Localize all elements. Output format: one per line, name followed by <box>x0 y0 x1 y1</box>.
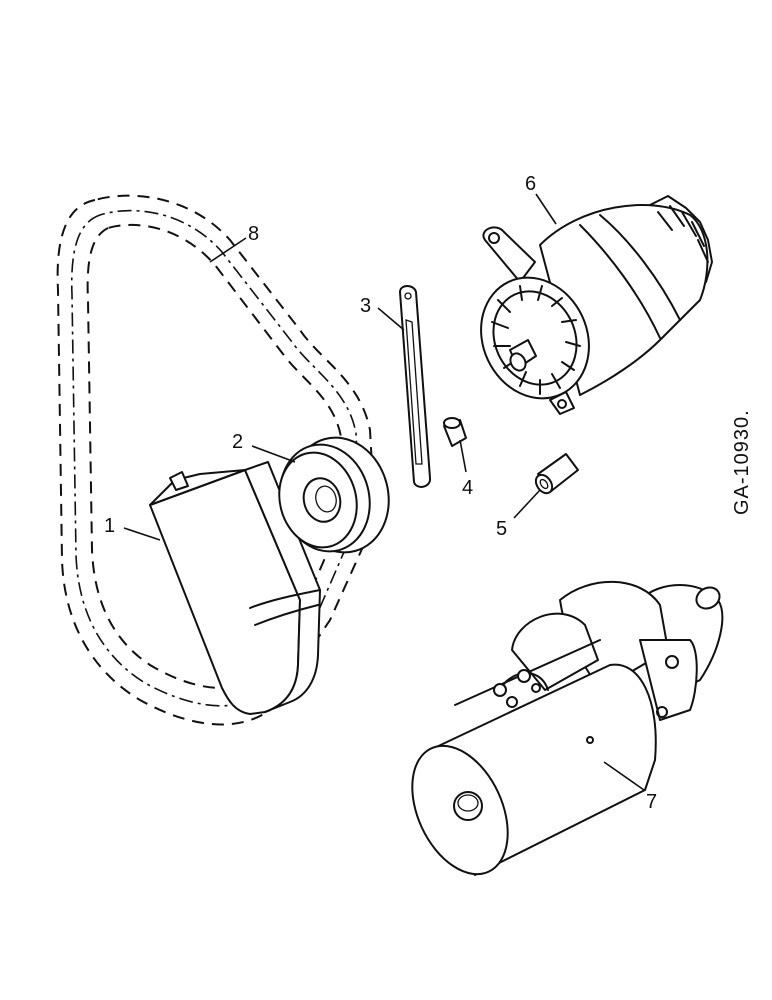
pulley <box>278 436 390 554</box>
callout-4: 4 <box>462 477 473 499</box>
drive-belt <box>56 194 377 726</box>
callout-3: 3 <box>360 295 371 317</box>
alternator <box>480 195 713 415</box>
callout-2: 2 <box>232 431 243 453</box>
callout-5: 5 <box>496 518 507 540</box>
callout-6: 6 <box>525 173 536 195</box>
belt-guard <box>149 461 321 715</box>
callout-1: 1 <box>104 515 115 537</box>
callout-7: 7 <box>646 791 657 813</box>
callout-8: 8 <box>248 223 259 245</box>
adjusting-link <box>399 285 431 488</box>
bushing <box>534 453 579 495</box>
starter-motor <box>411 580 724 876</box>
reference-code: GA-10930. <box>731 409 753 515</box>
leader-lines <box>123 193 645 791</box>
spacer <box>443 417 467 447</box>
